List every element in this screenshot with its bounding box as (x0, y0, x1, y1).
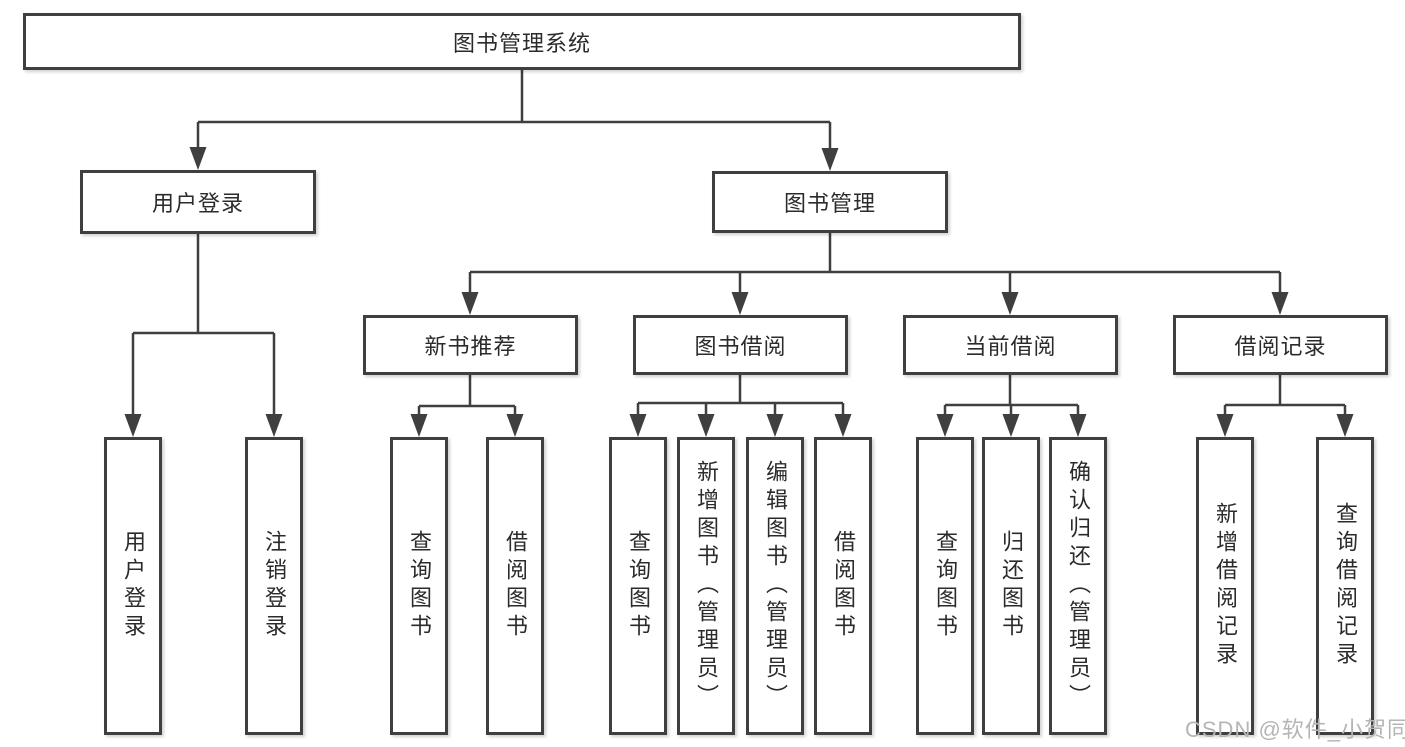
arrow-icon (821, 148, 839, 171)
leaf-logout: 注销登录 (245, 437, 303, 735)
node-root: 图书管理系统 (23, 13, 1021, 70)
node-current-borrowing: 当前借阅 (903, 315, 1118, 375)
arrow-icon (697, 414, 715, 437)
leaf-query-books-borrow: 查询图书 (609, 437, 667, 735)
arrow-icon (124, 414, 142, 437)
leaf-confirm-return-admin: 确认归还（管理员） (1049, 437, 1107, 735)
arrow-icon (1001, 292, 1019, 315)
arrow-icon (461, 292, 479, 315)
leaf-query-books-recommend: 查询图书 (390, 437, 448, 735)
node-book-management: 图书管理 (712, 171, 948, 233)
arrow-icon (766, 414, 784, 437)
arrow-icon (1271, 292, 1289, 315)
arrowheads (124, 147, 1354, 437)
arrow-icon (834, 414, 852, 437)
arrow-icon (1002, 414, 1020, 437)
arrow-icon (1069, 414, 1087, 437)
leaf-borrow-books-recommend: 借阅图书 (486, 437, 544, 735)
leaf-add-books-admin: 新增图书（管理员） (677, 437, 735, 735)
arrow-icon (936, 414, 954, 437)
arrow-icon (1336, 414, 1354, 437)
leaf-query-books-current: 查询图书 (916, 437, 974, 735)
leaf-edit-books-admin: 编辑图书（管理员） (746, 437, 804, 735)
arrow-icon (265, 414, 283, 437)
arrow-icon (189, 147, 207, 170)
node-book-borrowing: 图书借阅 (633, 315, 848, 375)
arrow-icon (506, 414, 524, 437)
arrow-icon (1216, 414, 1234, 437)
leaf-return-books: 归还图书 (982, 437, 1040, 735)
arrow-icon (731, 292, 749, 315)
arrow-icon (410, 414, 428, 437)
node-borrowing-records: 借阅记录 (1173, 315, 1388, 375)
node-new-book-recommend: 新书推荐 (363, 315, 578, 375)
node-user-login: 用户登录 (80, 170, 316, 234)
leaf-add-borrow-record: 新增借阅记录 (1196, 437, 1254, 735)
leaf-borrow-books: 借阅图书 (814, 437, 872, 735)
leaf-query-borrow-record: 查询借阅记录 (1316, 437, 1374, 735)
csdn-watermark: CSDN @软件_小贺同学 (1185, 717, 1405, 742)
arrow-icon (629, 414, 647, 437)
leaf-user-login: 用户登录 (104, 437, 162, 735)
